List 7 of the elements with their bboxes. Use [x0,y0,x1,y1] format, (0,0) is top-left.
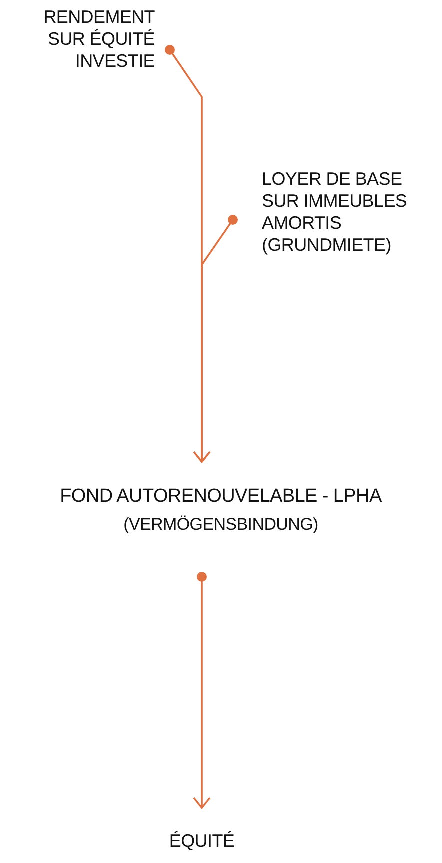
arrow [193,215,238,463]
node-label: RENDEMENT SUR ÉQUITÉ INVESTIE [42,6,155,72]
arrow [193,572,211,809]
node-label: FOND AUTORENOUVELABLE - LPHA [59,485,383,509]
node-label: (VERMÖGENSBINDUNG) [122,514,320,536]
node-label: LOYER DE BASE SUR IMMEUBLES AMORTIS (GRUNDMIETE) [262,168,408,256]
node-label: ÉQUITÉ [168,830,236,852]
